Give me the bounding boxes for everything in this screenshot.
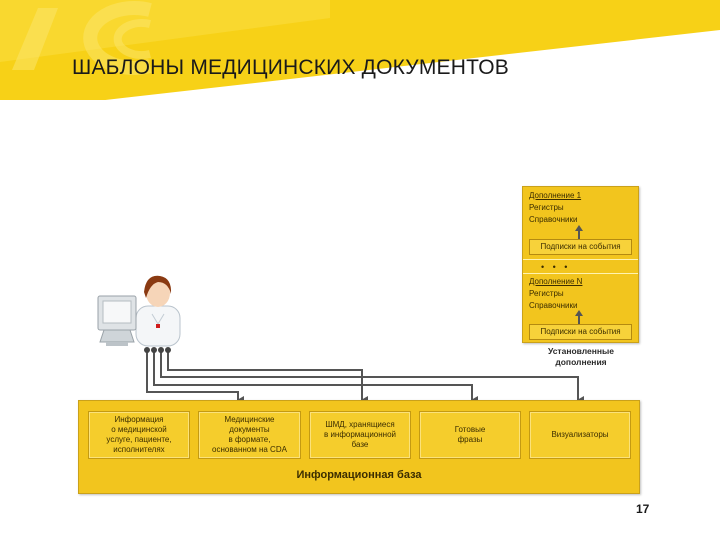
information-base-panel: Информация о медицинской услуге, пациент…	[78, 400, 640, 494]
installed-addons-panel: Дополнение 1 Регистры Справочники Подпис…	[522, 186, 639, 343]
divider	[523, 259, 638, 260]
addon-n-registers: Регистры	[529, 289, 564, 298]
service-info-box: Информация о медицинской услуге, пациент…	[88, 411, 190, 459]
addon-1-name: Дополнение 1	[529, 191, 582, 200]
addon-n-subscription-box: Подписки на события	[529, 324, 632, 340]
divider	[523, 273, 638, 274]
arrow-up-icon	[575, 225, 583, 239]
cda-documents-box: Медицинские документы в формате, основан…	[198, 411, 301, 459]
ready-phrases-box: Готовые фразы	[419, 411, 521, 459]
arrow-up-icon	[575, 310, 583, 324]
installed-addons-caption: Установленные дополнения	[547, 346, 615, 367]
addon-n-name: Дополнение N	[529, 277, 583, 286]
visualizers-box: Визуализаторы	[529, 411, 631, 459]
page-number: 17	[636, 502, 650, 516]
addon-1-catalogs: Справочники	[529, 215, 578, 224]
header-band	[0, 0, 720, 100]
addon-n-catalogs: Справочники	[529, 301, 578, 310]
1c-logo	[12, 1, 152, 75]
doctor-at-computer-icon	[97, 275, 181, 347]
ellipsis: • • •	[541, 262, 571, 272]
slide-title: ШАБЛОНЫ МЕДИЦИНСКИХ ДОКУМЕНТОВ	[72, 56, 509, 79]
information-base-caption: Информационная база	[296, 469, 422, 481]
addon-1-registers: Регистры	[529, 203, 564, 212]
stored-templates-box: ШМД, хранящиеся в информационной базе	[309, 411, 411, 459]
addon-1-subscription-box: Подписки на события	[529, 239, 632, 255]
